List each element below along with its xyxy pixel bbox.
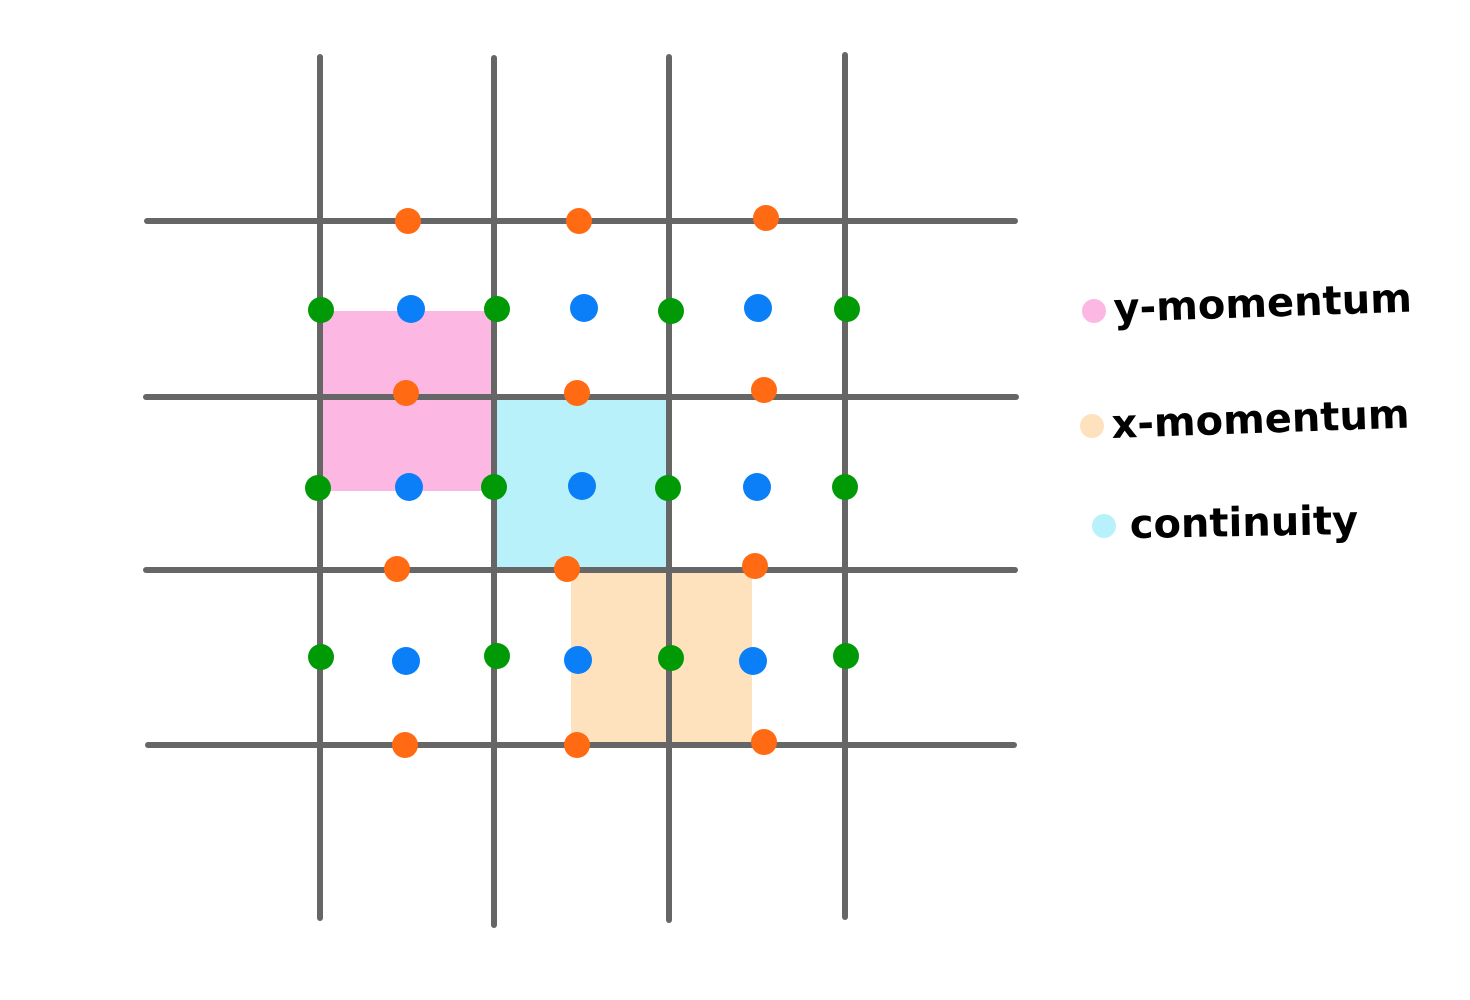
blue-point xyxy=(744,294,772,322)
blue-point xyxy=(743,473,771,501)
green-point xyxy=(832,474,858,500)
green-point xyxy=(308,297,334,323)
orange-point xyxy=(751,377,777,403)
green-point xyxy=(833,643,859,669)
blue-point xyxy=(739,647,767,675)
y-momentum-label: y-momentum xyxy=(1113,276,1413,332)
blue-point xyxy=(397,295,425,323)
orange-point xyxy=(392,732,418,758)
blue-point xyxy=(568,472,596,500)
orange-point xyxy=(751,729,777,755)
orange-point xyxy=(564,380,590,406)
legend-item-x-momentum: x-momentum xyxy=(1080,392,1410,448)
x-momentum-label: x-momentum xyxy=(1111,392,1411,448)
orange-point xyxy=(384,556,410,582)
green-point xyxy=(484,643,510,669)
orange-point xyxy=(753,205,779,231)
blue-point xyxy=(570,294,598,322)
continuity-swatch xyxy=(1092,514,1116,538)
orange-point xyxy=(554,556,580,582)
orange-point xyxy=(742,553,768,579)
orange-point xyxy=(395,208,421,234)
green-point xyxy=(655,475,681,501)
legend-item-y-momentum: y-momentum xyxy=(1082,276,1413,332)
green-point xyxy=(834,296,860,322)
orange-point xyxy=(564,732,590,758)
orange-point xyxy=(566,208,592,234)
green-point xyxy=(308,644,334,670)
grid-points xyxy=(305,205,860,758)
y-momentum-swatch xyxy=(1082,299,1106,323)
green-point xyxy=(484,296,510,322)
control-volume-cells xyxy=(322,311,752,744)
blue-point xyxy=(392,647,420,675)
blue-point xyxy=(395,473,423,501)
green-point xyxy=(305,475,331,501)
blue-point xyxy=(564,646,592,674)
green-point xyxy=(658,298,684,324)
legend-item-continuity: continuity xyxy=(1092,498,1358,548)
green-point xyxy=(481,474,507,500)
green-point xyxy=(658,645,684,671)
orange-point xyxy=(393,380,419,406)
legend: y-momentum x-momentum continuity xyxy=(1080,276,1413,548)
x-momentum-swatch xyxy=(1080,414,1104,438)
continuity-label: continuity xyxy=(1129,498,1358,548)
